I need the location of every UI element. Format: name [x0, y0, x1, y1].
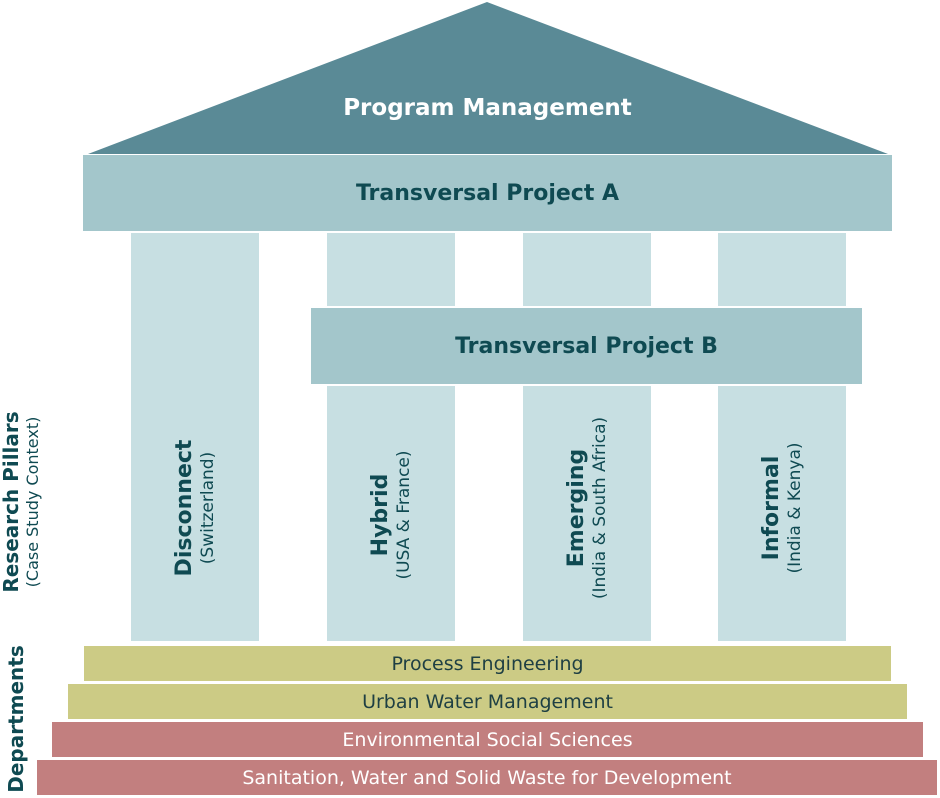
- pillar-label-emerging: Emerging (India & South Africa): [557, 378, 617, 638]
- pillar-label-disconnect: Disconnect (Switzerland): [165, 388, 225, 628]
- department-sanitation-water-solid-waste: Sanitation, Water and Solid Waste for De…: [37, 760, 937, 795]
- research-pillars-title: Research Pillars: [0, 411, 23, 593]
- pillar-column-disconnect: [131, 233, 259, 641]
- departments-title: Departments: [3, 645, 28, 793]
- departments-side-label: Departments: [3, 645, 29, 793]
- research-pillars-side-label: Research Pillars (Case Study Context): [0, 402, 44, 602]
- pillar-context: (India & Kenya): [784, 442, 805, 574]
- department-label: Process Engineering: [391, 652, 584, 675]
- roof-shape: [88, 2, 888, 154]
- pillar-name: Emerging: [563, 448, 589, 568]
- pillar-context: (India & South Africa): [589, 416, 610, 600]
- pillar-context: (Switzerland): [197, 451, 218, 565]
- pillar-column-emerging: [523, 386, 651, 641]
- pillar-context: (USA & France): [393, 450, 414, 580]
- pillar-column-emerging-upper: [523, 233, 651, 306]
- department-urban-water-management: Urban Water Management: [68, 684, 907, 719]
- pillar-column-hybrid-upper: [327, 233, 455, 306]
- pillar-name: Disconnect: [171, 439, 197, 577]
- program-management-label: Program Management: [343, 95, 632, 121]
- department-process-engineering: Process Engineering: [84, 646, 891, 681]
- pillar-name: Hybrid: [367, 473, 393, 557]
- department-label: Urban Water Management: [362, 690, 613, 713]
- pillar-column-informal: [718, 386, 846, 641]
- department-label: Environmental Social Sciences: [342, 728, 633, 751]
- department-label: Sanitation, Water and Solid Waste for De…: [242, 766, 732, 789]
- transversal-project-a: Transversal Project A: [83, 155, 892, 231]
- transversal-project-a-label: Transversal Project A: [355, 180, 620, 206]
- department-environmental-social-sciences: Environmental Social Sciences: [52, 722, 923, 757]
- pillar-name: Informal: [758, 455, 784, 561]
- transversal-project-b-label: Transversal Project B: [455, 333, 718, 359]
- pillar-column-informal-upper: [718, 233, 846, 306]
- pillar-label-hybrid: Hybrid (USA & France): [361, 395, 421, 635]
- pillar-column-hybrid: [327, 386, 455, 641]
- pillar-label-informal: Informal (India & Kenya): [752, 388, 812, 628]
- roof-triangle: [88, 2, 888, 154]
- research-pillars-subtitle: (Case Study Context): [23, 416, 42, 588]
- transversal-project-b: Transversal Project B: [311, 308, 862, 384]
